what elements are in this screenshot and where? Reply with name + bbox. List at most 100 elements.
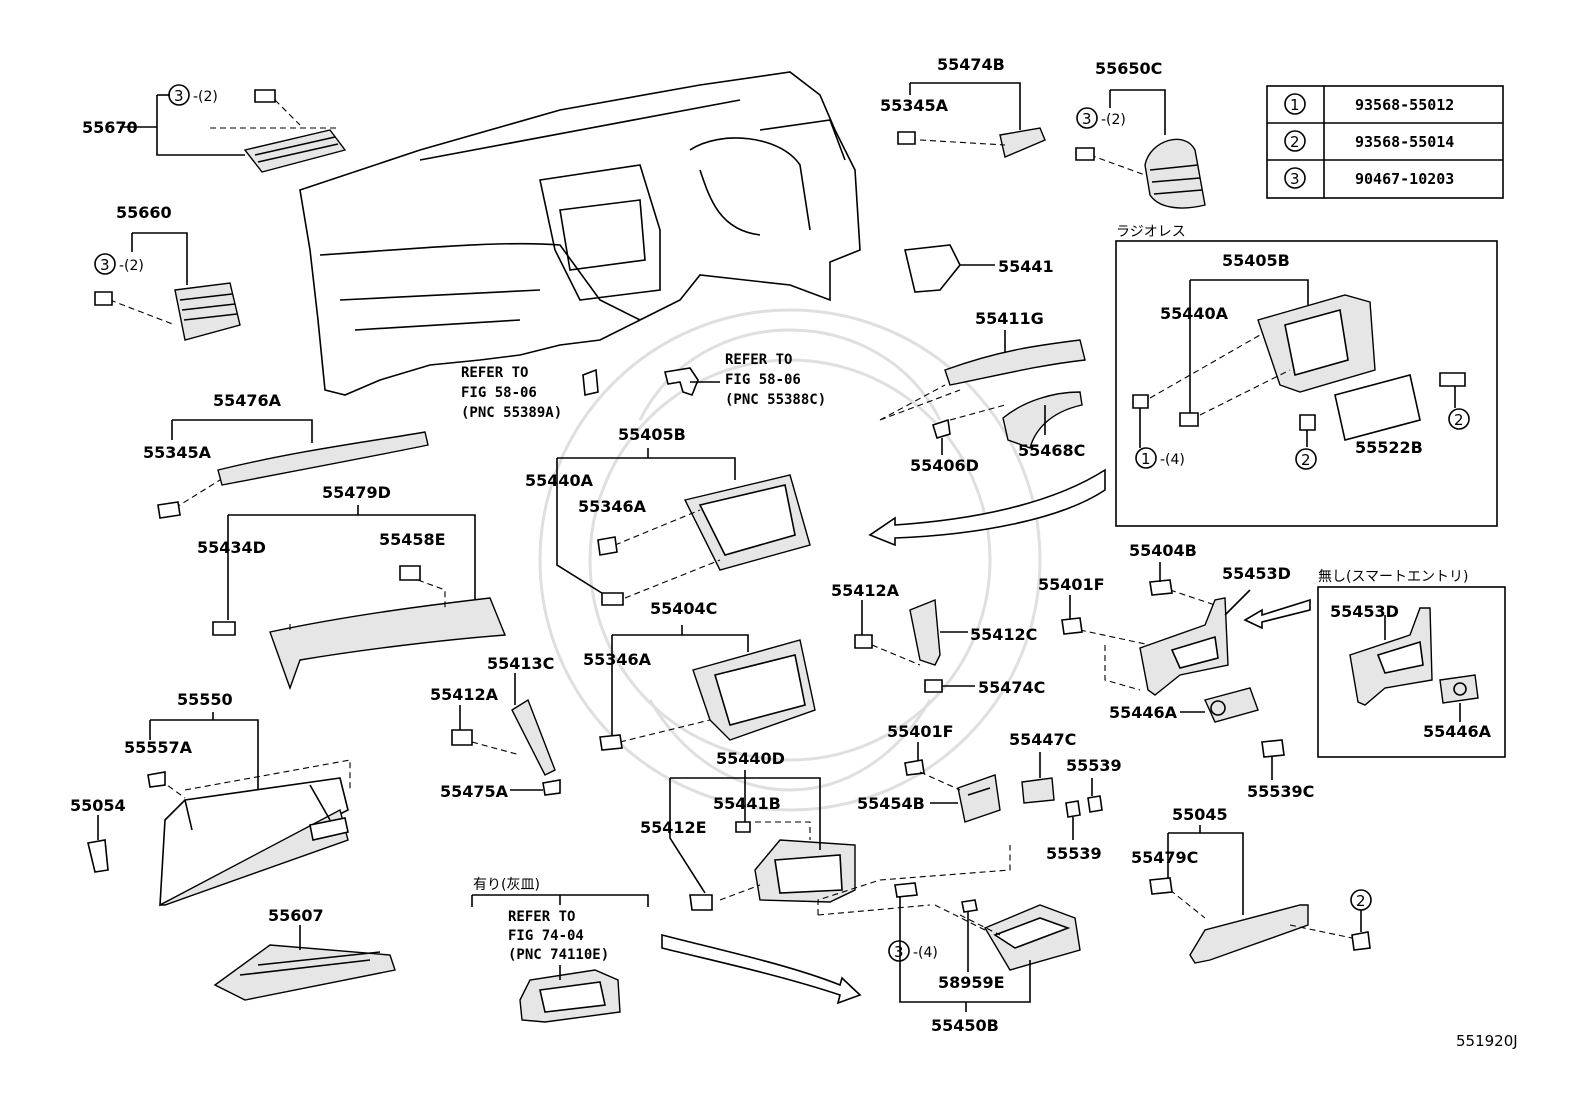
label-58959E: 58959E bbox=[938, 973, 1005, 992]
part-55447C-55539 bbox=[1021, 752, 1103, 840]
refer-a-line3: (PNC 55389A) bbox=[461, 405, 562, 421]
label-55412E: 55412E bbox=[640, 818, 707, 837]
label-55670: 55670 bbox=[82, 118, 138, 137]
without-smart-entry-box bbox=[1317, 586, 1506, 758]
part-55670 bbox=[120, 89, 347, 173]
part-55453D bbox=[1061, 562, 1311, 780]
part-55413C bbox=[451, 673, 561, 796]
circle-3-55450B: 3 bbox=[894, 943, 904, 961]
part-55441 bbox=[904, 244, 995, 293]
label-55405B: 55405B bbox=[618, 425, 686, 444]
label-55401F-b: 55401F bbox=[1038, 575, 1105, 594]
label-55412A-b: 55412A bbox=[430, 685, 499, 704]
label-55453D-box: 55453D bbox=[1330, 602, 1399, 621]
part-with-ashtray bbox=[471, 894, 862, 1023]
label-55539-b: 55539 bbox=[1046, 844, 1102, 863]
label-55660: 55660 bbox=[116, 203, 172, 222]
table-ref-2: 2 bbox=[1290, 133, 1300, 151]
fastener-table bbox=[1266, 85, 1504, 199]
refer-c-line1: REFER TO bbox=[508, 909, 575, 925]
part-55454B bbox=[904, 742, 1001, 823]
part-55607 bbox=[213, 925, 396, 1001]
label-55434D: 55434D bbox=[197, 538, 266, 557]
label-55476A: 55476A bbox=[213, 391, 282, 410]
label-with-ashtray: 有り(灰皿) bbox=[473, 877, 540, 893]
refer-c-line3: (PNC 74110E) bbox=[508, 947, 609, 963]
part-55550 bbox=[147, 712, 351, 907]
label-55479D: 55479D bbox=[322, 483, 391, 502]
label-55404C: 55404C bbox=[650, 599, 717, 618]
label-55045: 55045 bbox=[1172, 805, 1228, 824]
callout-55650C: -(2) bbox=[1101, 112, 1126, 128]
label-55406D: 55406D bbox=[910, 456, 979, 475]
label-55441B: 55441B bbox=[713, 794, 781, 813]
label-55440A: 55440A bbox=[525, 471, 594, 490]
label-55474C: 55474C bbox=[978, 678, 1045, 697]
table-ref-1: 1 bbox=[1290, 96, 1300, 114]
label-55474B: 55474B bbox=[937, 55, 1005, 74]
circle-1-radioless: 1 bbox=[1141, 450, 1151, 468]
watermark bbox=[538, 308, 1042, 812]
label-55405B-radioless: 55405B bbox=[1222, 251, 1290, 270]
part-refer-5806 bbox=[582, 367, 720, 396]
part-55476A bbox=[157, 419, 429, 519]
label-radio-less: ラジオレス bbox=[1116, 224, 1186, 240]
refer-a-line1: REFER TO bbox=[461, 365, 528, 381]
part-55411G bbox=[879, 330, 1086, 421]
refer-b-line2: FIG 58-06 bbox=[725, 372, 801, 388]
refer-c-line2: FIG 74-04 bbox=[508, 928, 584, 944]
label-55401F: 55401F bbox=[887, 722, 954, 741]
label-55539-a: 55539 bbox=[1066, 756, 1122, 775]
callout-55660: -(2) bbox=[119, 258, 144, 274]
label-55412C: 55412C bbox=[970, 625, 1037, 644]
label-55446A-box: 55446A bbox=[1423, 722, 1492, 741]
part-55650C bbox=[1075, 89, 1206, 209]
instrument-panel-drawing bbox=[299, 71, 861, 396]
label-55412A: 55412A bbox=[831, 581, 900, 600]
callout-1-4: -(4) bbox=[1160, 452, 1185, 468]
label-55054: 55054 bbox=[70, 796, 126, 815]
label-55346A: 55346A bbox=[578, 497, 647, 516]
table-ref-3: 3 bbox=[1290, 170, 1300, 188]
label-without-smart-entry: 無し(スマートエントリ) bbox=[1318, 569, 1469, 585]
table-part-3: 90467-10203 bbox=[1355, 170, 1454, 188]
part-55045 bbox=[1149, 825, 1371, 964]
part-55406D-55468C bbox=[932, 391, 1083, 455]
part-55660 bbox=[94, 232, 241, 341]
label-55550: 55550 bbox=[177, 690, 233, 709]
circle-2-radioless-a: 2 bbox=[1301, 451, 1311, 469]
part-55412C bbox=[854, 599, 975, 693]
label-55441: 55441 bbox=[998, 257, 1054, 276]
arrow-radioless bbox=[868, 468, 1106, 547]
label-55446A: 55446A bbox=[1109, 703, 1178, 722]
label-55468C: 55468C bbox=[1018, 441, 1085, 460]
label-55345A: 55345A bbox=[143, 443, 212, 462]
part-55479D bbox=[212, 505, 507, 691]
label-55346A-b: 55346A bbox=[583, 650, 652, 669]
diagram-id: 551920J bbox=[1456, 1032, 1518, 1050]
part-55474B bbox=[897, 82, 1046, 158]
label-55454B: 55454B bbox=[857, 794, 925, 813]
label-55440D: 55440D bbox=[716, 749, 785, 768]
circle-3-55650C: 3 bbox=[1082, 110, 1092, 128]
part-55450B bbox=[817, 845, 1081, 1012]
label-55450B: 55450B bbox=[931, 1016, 999, 1035]
refer-b-line1: REFER TO bbox=[725, 352, 792, 368]
label-55345A-top: 55345A bbox=[880, 96, 949, 115]
part-55440D bbox=[669, 770, 856, 911]
label-55404B: 55404B bbox=[1129, 541, 1197, 560]
callout-55670: -(2) bbox=[193, 89, 218, 105]
label-55607: 55607 bbox=[268, 906, 324, 925]
circle-2-55045: 2 bbox=[1356, 892, 1366, 910]
part-55405B bbox=[556, 448, 811, 606]
circle-3-55670: 3 bbox=[174, 87, 184, 105]
label-55453D: 55453D bbox=[1222, 564, 1291, 583]
circle-3-55660: 3 bbox=[100, 256, 110, 274]
label-55475A: 55475A bbox=[440, 782, 509, 801]
label-55458E: 55458E bbox=[379, 530, 446, 549]
part-55054 bbox=[87, 815, 109, 873]
label-55413C: 55413C bbox=[487, 654, 554, 673]
label-55557A: 55557A bbox=[124, 738, 193, 757]
